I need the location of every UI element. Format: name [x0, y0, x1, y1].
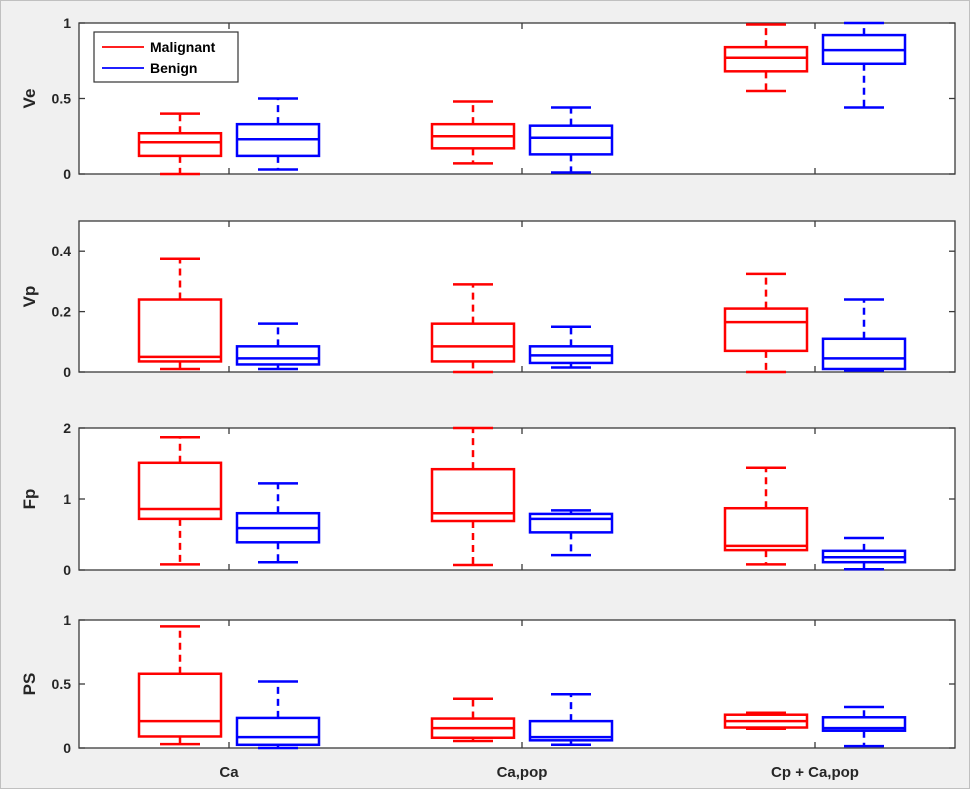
- iqr-box: [137, 461, 223, 521]
- box-malignant-2: [723, 23, 809, 93]
- y-tick-label: 1: [63, 15, 71, 31]
- y-tick-label: 1: [63, 491, 71, 507]
- box-benign-0: [235, 482, 321, 564]
- box-malignant-2: [723, 711, 809, 731]
- y-tick-label: 0.2: [52, 304, 72, 320]
- iqr-box: [137, 131, 223, 158]
- y-tick-label: 2: [63, 420, 71, 436]
- iqr-box: [821, 337, 907, 371]
- box-malignant-0: [137, 435, 223, 566]
- iqr-box: [137, 298, 223, 363]
- iqr-box: [430, 322, 516, 363]
- iqr-box: [528, 512, 614, 534]
- legend-item-benign: Benign: [102, 60, 197, 76]
- subplot-vp: 0 0.2 0.4Vp: [20, 220, 956, 380]
- y-axis-label: Vp: [20, 286, 39, 308]
- x-tick-label: Ca,pop: [497, 764, 548, 781]
- legend-label: Benign: [150, 60, 197, 76]
- box-benign-2: [821, 536, 907, 571]
- box-benign-1: [528, 106, 614, 174]
- legend-item-malignant: Malignant: [102, 39, 216, 55]
- y-tick-label: 0: [63, 166, 71, 182]
- legend-box: [93, 31, 239, 83]
- box-benign-2: [821, 705, 907, 748]
- x-tick-label: Ca: [219, 764, 239, 781]
- box-malignant-0: [137, 625, 223, 746]
- y-tick-label: 0.5: [52, 676, 72, 692]
- subplot-fp: 0 1 2Fp: [20, 420, 956, 578]
- box-malignant-2: [723, 272, 809, 374]
- iqr-box: [723, 307, 809, 353]
- box-benign-1: [528, 509, 614, 557]
- y-axis-label: Fp: [20, 489, 39, 510]
- box-benign-1: [528, 325, 614, 369]
- y-tick-label: 0: [63, 562, 71, 578]
- box-malignant-0: [137, 112, 223, 176]
- box-malignant-1: [430, 283, 516, 374]
- y-tick-label: 0: [63, 740, 71, 756]
- box-benign-0: [235, 322, 321, 371]
- y-tick-label: 0: [63, 364, 71, 380]
- iqr-box: [430, 467, 516, 523]
- iqr-box: [821, 716, 907, 732]
- box-benign-2: [821, 298, 907, 372]
- box-benign-1: [528, 692, 614, 747]
- x-tick-label: Cp + Ca,pop: [771, 764, 859, 781]
- y-axis-label: PS: [20, 673, 39, 696]
- plot-area: [78, 427, 956, 571]
- box-benign-2: [821, 21, 907, 109]
- box-malignant-1: [430, 426, 516, 567]
- box-malignant-0: [137, 257, 223, 371]
- box-benign-0: [235, 97, 321, 171]
- y-tick-label: 1: [63, 612, 71, 628]
- iqr-box: [723, 506, 809, 552]
- subplot-ps: 0 0.5 1PS Ca Ca,pop Cp + Ca,pop: [20, 612, 956, 781]
- iqr-box: [528, 719, 614, 742]
- iqr-box: [235, 716, 321, 747]
- y-tick-label: 0.4: [52, 243, 72, 259]
- y-axis-label: Ve: [20, 89, 39, 109]
- box-malignant-1: [430, 697, 516, 743]
- box-malignant-1: [430, 100, 516, 165]
- box-benign-0: [235, 680, 321, 750]
- iqr-box: [528, 124, 614, 156]
- iqr-box: [137, 672, 223, 738]
- plot-area: [78, 619, 956, 749]
- plot-area: [78, 220, 956, 373]
- iqr-box: [723, 45, 809, 73]
- iqr-box: [235, 345, 321, 366]
- y-tick-label: 0.5: [52, 91, 72, 107]
- box-malignant-2: [723, 466, 809, 566]
- legend-label: Malignant: [150, 39, 216, 55]
